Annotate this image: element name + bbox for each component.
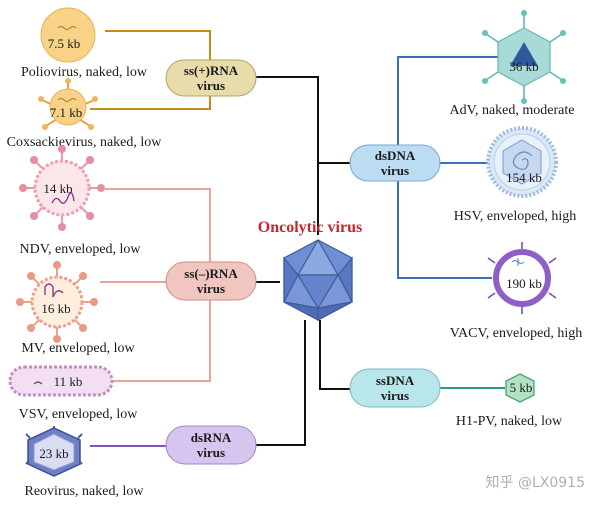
- connector-vacv: [397, 180, 492, 279]
- connector-center-ss-dna: [319, 320, 350, 390]
- vacv-label: VACV, enveloped, high: [450, 326, 582, 341]
- category-ds-dna: dsDNA virus: [349, 144, 441, 182]
- watermark: 知乎 @LX0915: [486, 474, 585, 491]
- ndv-icon: [19, 145, 105, 231]
- connector-ndv: [105, 188, 211, 262]
- category-ds-rna-line2: virus: [197, 445, 225, 460]
- connector-center-ds-dna: [317, 162, 350, 235]
- h1pv-label: H1-PV, naked, low: [456, 414, 563, 429]
- mv-label: MV, enveloped, low: [21, 341, 135, 356]
- coxsackievirus-size: 7.1 kb: [50, 105, 83, 120]
- adv-icon: [482, 10, 566, 104]
- vsv-icon: [8, 365, 114, 397]
- adv-label: AdV, naked, moderate: [450, 103, 575, 118]
- category-ss-plus-rna-line1: ss(+)RNA: [184, 63, 239, 78]
- connector-poliovirus: [105, 30, 211, 62]
- vsv-size: 11 kb: [54, 374, 83, 389]
- category-ds-rna-line1: dsRNA: [191, 430, 232, 445]
- hsv-size: 154 kb: [506, 170, 542, 185]
- category-ds-dna-line2: virus: [381, 163, 409, 178]
- hsv-icon: [486, 126, 558, 198]
- mv-size: 16 kb: [41, 301, 70, 316]
- mv-icon: [16, 261, 98, 343]
- reovirus-size: 23 kb: [39, 446, 68, 461]
- category-ss-minus-rna-line2: virus: [197, 281, 225, 296]
- h1pv-size: 5 kb: [510, 380, 533, 395]
- adv-size: 36 kb: [509, 59, 538, 74]
- ndv-size: 14 kb: [43, 181, 72, 196]
- vacv-icon: [487, 242, 557, 314]
- poliovirus-label: Poliovirus, naked, low: [21, 65, 148, 80]
- coxsackievirus-icon: [38, 78, 98, 130]
- category-ds-rna: dsRNA virus: [165, 425, 257, 465]
- vsv-label: VSV, enveloped, low: [19, 407, 139, 422]
- category-ss-minus-rna-line1: ss(–)RNA: [184, 266, 238, 281]
- category-ss-dna-line2: virus: [381, 388, 409, 403]
- category-ss-plus-rna-line2: virus: [197, 78, 225, 93]
- category-ss-plus-rna: ss(+)RNA virus: [165, 59, 257, 97]
- h1pv-icon: [505, 373, 535, 403]
- poliovirus-icon: [40, 7, 96, 63]
- poliovirus-size: 7.5 kb: [48, 36, 81, 51]
- icosahedron-icon: [283, 238, 353, 321]
- hsv-label: HSV, enveloped, high: [454, 209, 577, 224]
- connector-center-ss-plus: [255, 76, 319, 235]
- connector-coxsackievirus: [90, 94, 211, 110]
- reovirus-icon: [25, 426, 83, 477]
- ndv-label: NDV, enveloped, low: [19, 242, 141, 257]
- reovirus-label: Reovirus, naked, low: [25, 484, 145, 499]
- category-ds-dna-line1: dsDNA: [375, 148, 416, 163]
- category-ss-dna: ssDNA virus: [349, 368, 441, 408]
- vacv-size: 190 kb: [506, 276, 542, 291]
- connector-lines: [90, 30, 505, 447]
- center-title: Oncolytic virus: [258, 219, 362, 236]
- connector-adv: [397, 56, 500, 147]
- connector-vsv: [112, 300, 211, 382]
- connector-center-ds-rna: [255, 320, 306, 446]
- category-ss-minus-rna: ss(–)RNA virus: [165, 261, 257, 301]
- coxsackievirus-label: Coxsackievirus, naked, low: [7, 135, 163, 150]
- category-ss-dna-line1: ssDNA: [376, 373, 415, 388]
